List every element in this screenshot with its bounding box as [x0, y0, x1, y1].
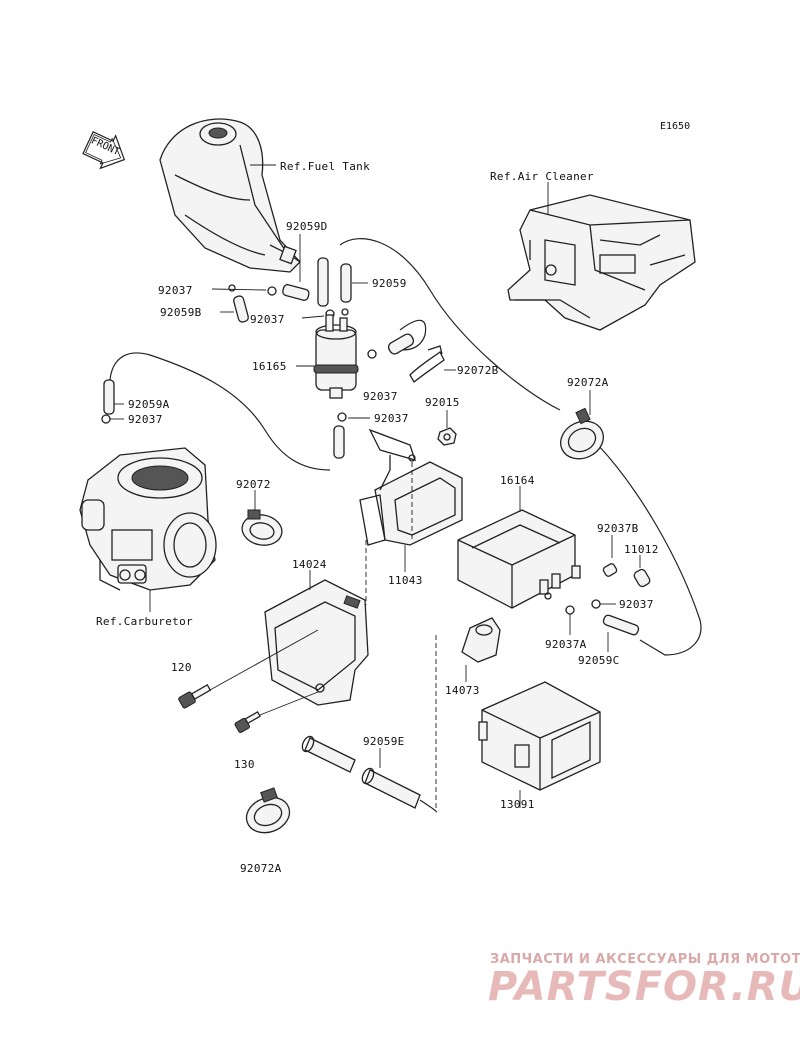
- part-92037-d: 92037: [374, 412, 409, 425]
- part-92059: 92059: [372, 277, 407, 290]
- part-92037-e: 92037: [363, 390, 398, 403]
- part-92015: 92015: [425, 396, 460, 409]
- front-arrow-icon: [82, 131, 126, 170]
- hose-92059B: [228, 284, 249, 323]
- fuel-tank-illustration: [159, 118, 301, 273]
- hose-92059A: [103, 379, 115, 415]
- air-cleaner-illustration: [507, 194, 696, 331]
- fuel-pump-16165: [313, 314, 359, 399]
- clip-92037-c: [367, 349, 377, 359]
- diagram-code: E1650: [660, 121, 690, 132]
- watermark-brand: PARTSFOR.RU: [488, 964, 800, 1010]
- clamp-92072: [241, 509, 283, 546]
- part-92072B: 92072B: [457, 364, 499, 377]
- part-11043: 11043: [388, 574, 423, 587]
- part-13091: 13091: [500, 798, 535, 811]
- clip-14073: [461, 617, 501, 663]
- hose-92059D: [282, 284, 310, 301]
- canister-16164: [457, 509, 581, 609]
- part-92037-b: 92037: [250, 313, 285, 326]
- part-130: 130: [234, 758, 255, 771]
- hose-92059C: [602, 614, 640, 636]
- part-14073: 14073: [445, 684, 480, 697]
- hose-92059E: [301, 735, 421, 809]
- box-13091: [478, 681, 601, 791]
- part-11012: 11012: [624, 543, 659, 556]
- breather-hose-line: [339, 238, 561, 411]
- bracket-11043: [359, 428, 463, 546]
- part-120: 120: [171, 661, 192, 674]
- part-92037B: 92037B: [597, 522, 639, 535]
- part-92037-c: 92037: [128, 413, 163, 426]
- part-16165: 16165: [252, 360, 287, 373]
- cover-14024: [264, 579, 369, 706]
- part-92037-a: 92037: [158, 284, 193, 297]
- fitting-11012: [633, 568, 651, 588]
- clamp-92072A-top: [560, 407, 604, 460]
- part-92037A: 92037A: [545, 638, 587, 651]
- bracket-92072B: [409, 345, 445, 383]
- part-92059D: 92059D: [286, 220, 328, 233]
- ref-fuel-tank-label: Ref.Fuel Tank: [280, 160, 370, 173]
- clip-92037B: [602, 563, 618, 577]
- part-92059C: 92059C: [578, 654, 620, 667]
- part-16164: 16164: [500, 474, 535, 487]
- part-92037-f: 92037: [619, 598, 654, 611]
- ref-air-cleaner-label: Ref.Air Cleaner: [490, 170, 594, 183]
- clamp-92072A-bottom: [245, 787, 291, 834]
- watermark-tagline: ЗАПЧАСТИ И АКСЕССУАРЫ ДЛЯ МОТОТЕХНИКИ: [490, 952, 800, 967]
- part-92072: 92072: [236, 478, 271, 491]
- part-92059E: 92059E: [363, 735, 405, 748]
- bolt-130: [234, 711, 261, 733]
- carburetor-illustration: [79, 447, 217, 591]
- part-92072A-top: 92072A: [567, 376, 609, 389]
- bolt-120: [178, 684, 212, 709]
- part-92059A: 92059A: [128, 398, 170, 411]
- part-14024: 14024: [292, 558, 327, 571]
- clip-92037-a: [267, 286, 277, 296]
- part-92059B: 92059B: [160, 306, 202, 319]
- nut-92015: [437, 427, 457, 446]
- ref-carburetor-label: Ref.Carburetor: [96, 615, 193, 628]
- part-92072A-bottom: 92072A: [240, 862, 282, 875]
